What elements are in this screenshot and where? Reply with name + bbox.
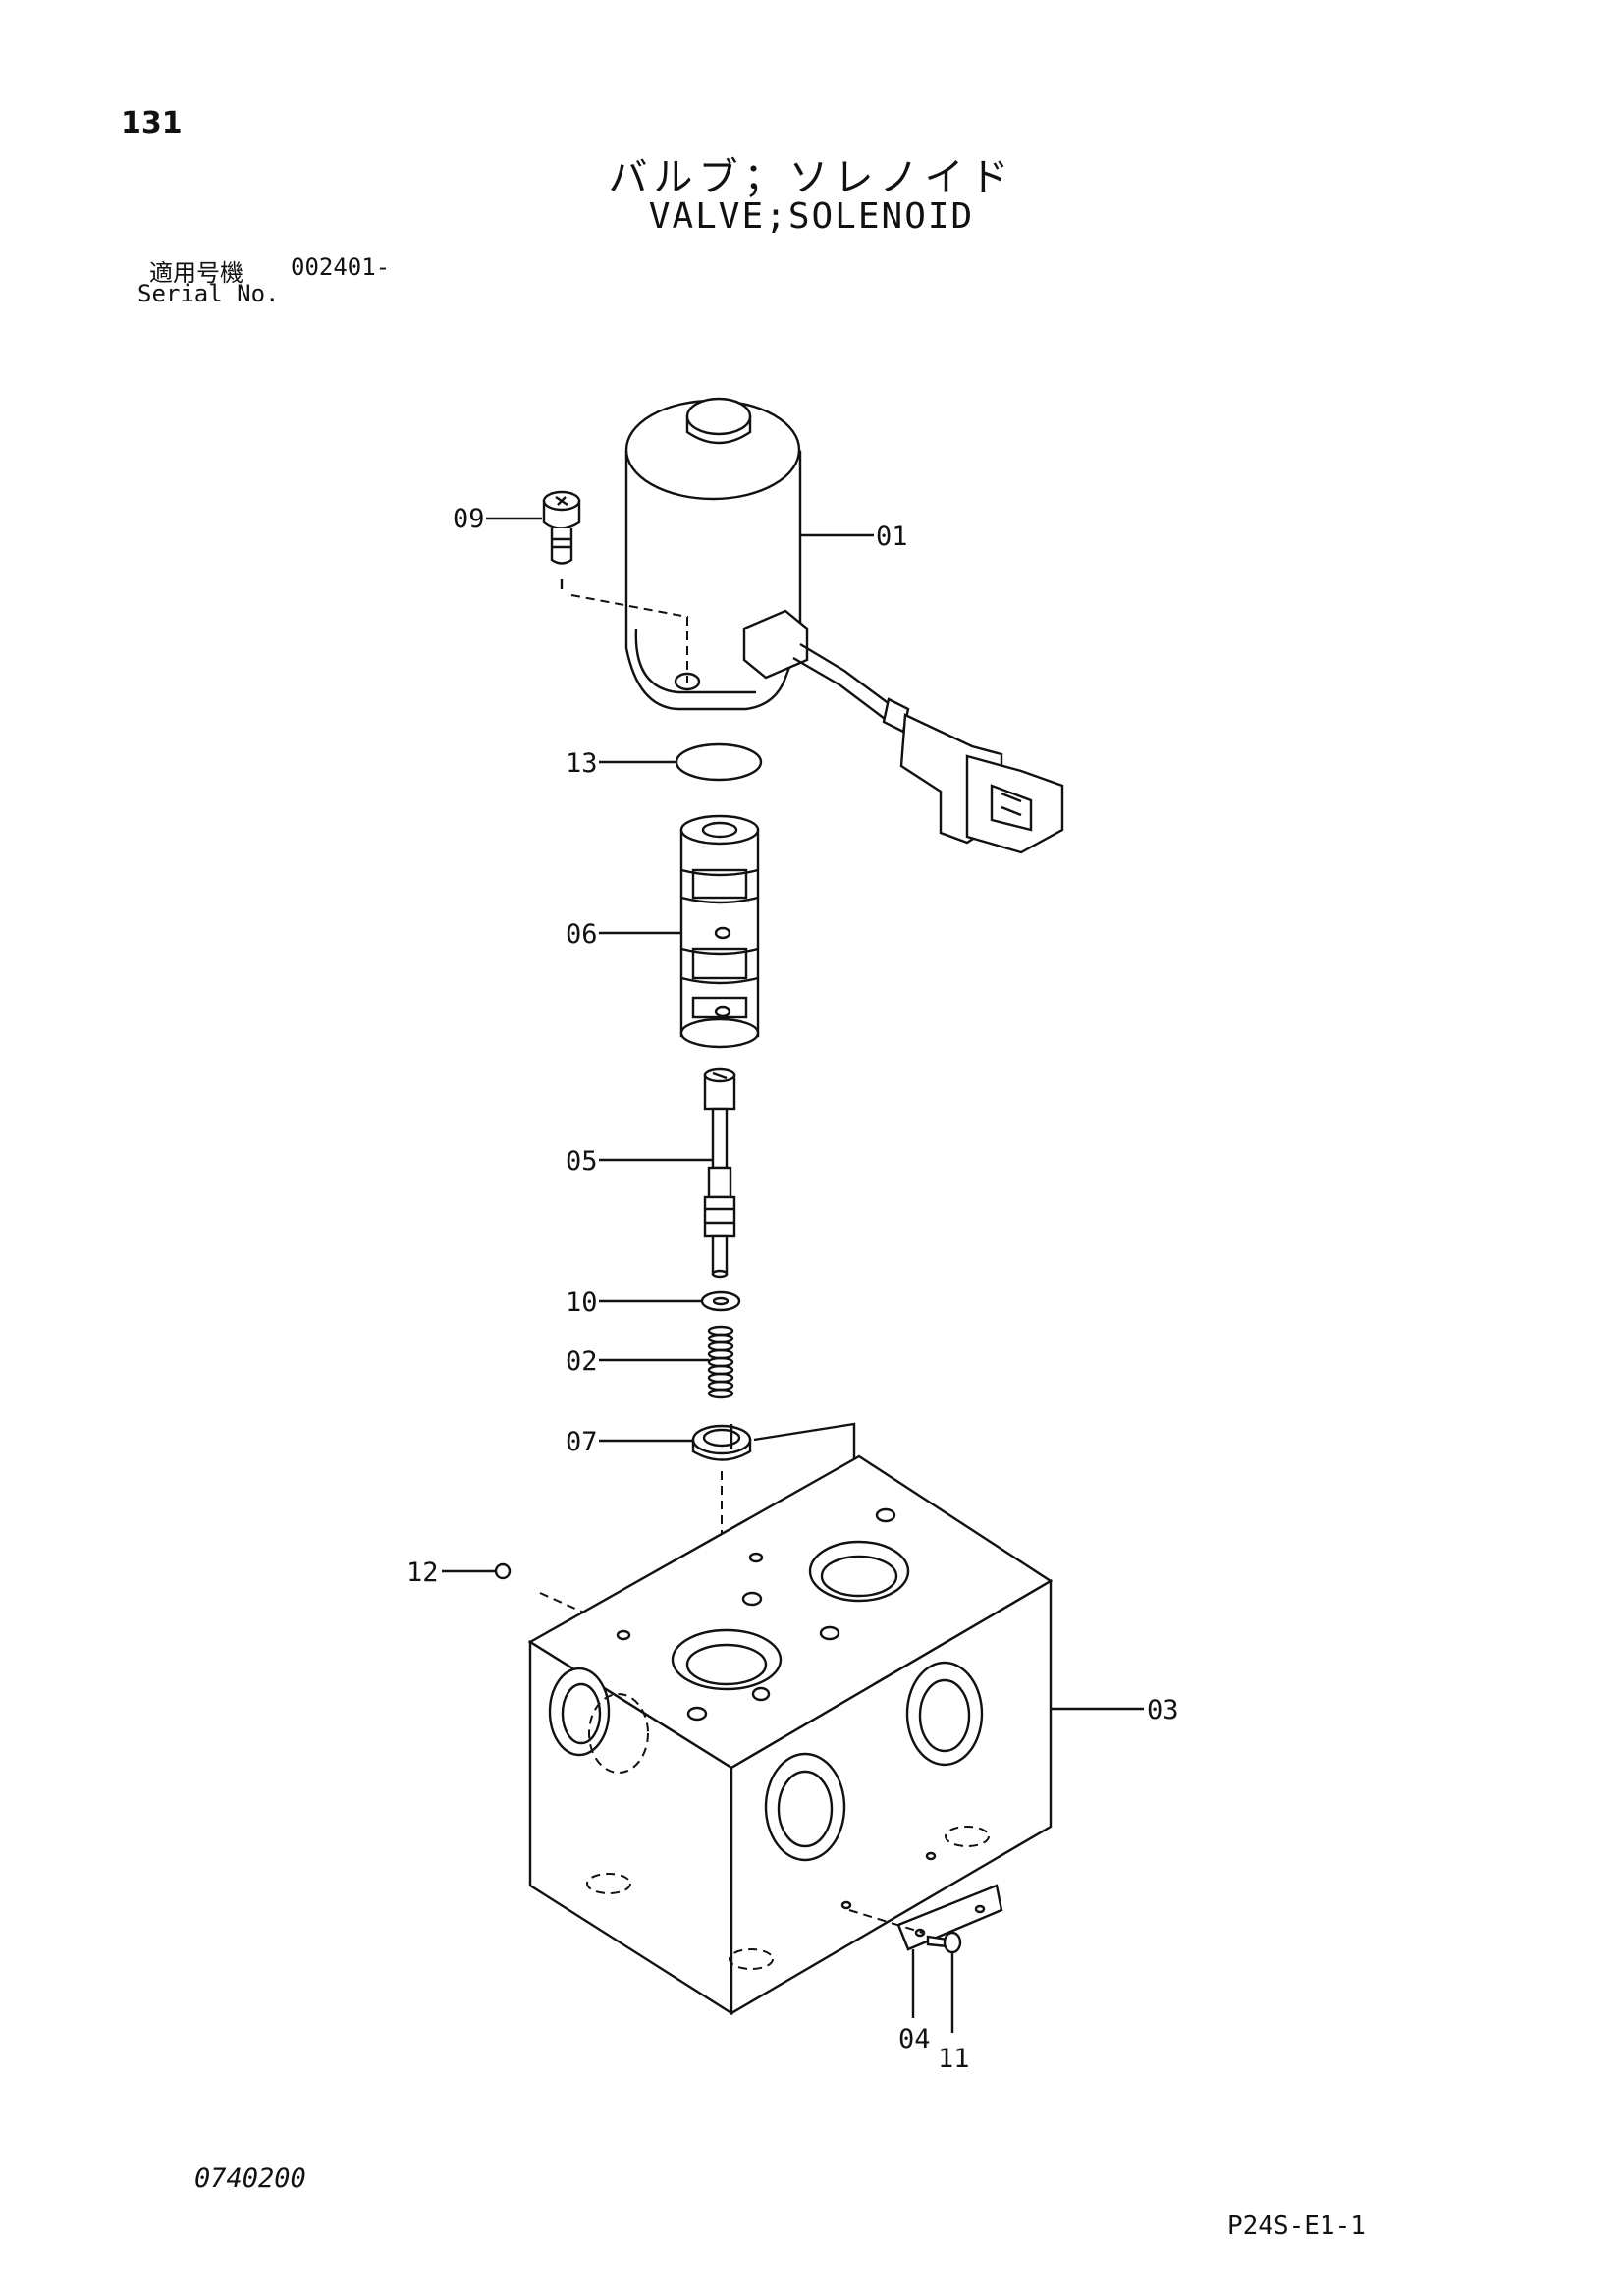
o-ring-13 [675, 742, 763, 782]
ball-12 [494, 1562, 512, 1580]
callout-04: 04 [898, 2024, 931, 2054]
spring-02 [707, 1325, 734, 1399]
serial-label-en: Serial No. [137, 280, 280, 307]
washer-10 [700, 1290, 741, 1312]
callout-labels: 09 01 13 06 05 10 02 07 12 03 04 11 [406, 504, 1179, 2074]
callout-01: 01 [876, 521, 908, 552]
plug-07 [691, 1424, 752, 1461]
rivet-11 [848, 1909, 962, 1954]
leader-lines [442, 517, 1144, 2033]
callout-11: 11 [938, 2044, 970, 2074]
callout-09: 09 [453, 504, 485, 534]
page-code: P24S-E1-1 [1227, 2212, 1366, 2241]
serial-label-jp: 適用号機 [149, 259, 243, 287]
valve-body-03 [527, 1454, 1054, 2016]
callout-02: 02 [566, 1346, 598, 1377]
document-code: 0740200 [194, 2163, 306, 2194]
callout-13: 13 [566, 748, 598, 779]
callout-07: 07 [566, 1427, 598, 1457]
page-number: 131 [121, 106, 183, 140]
solenoid-coil [624, 397, 1064, 854]
callout-05: 05 [566, 1146, 598, 1176]
sleeve-06 [679, 814, 760, 1049]
spool-05 [703, 1067, 736, 1279]
callout-10: 10 [566, 1287, 598, 1318]
title-japanese: バルブ；ソレノイド [608, 155, 1015, 200]
callout-12: 12 [406, 1558, 439, 1588]
callout-03: 03 [1147, 1695, 1179, 1725]
serial-number: 002401- [291, 253, 391, 281]
name-plate-04 [896, 1884, 1003, 1951]
callout-06: 06 [566, 919, 598, 950]
bolt-09 [542, 490, 688, 683]
title-english: VALVE;SOLENOID [648, 196, 975, 237]
